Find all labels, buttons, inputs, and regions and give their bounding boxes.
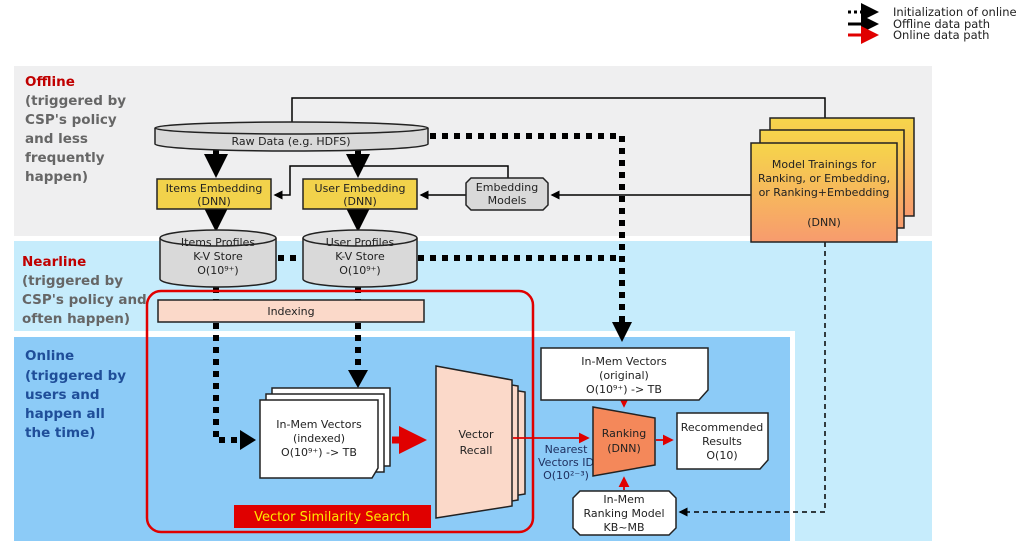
indexing-box: Indexing: [157, 299, 425, 323]
inmem-vectors-indexed: In-Mem Vectors (indexed) O(10⁹⁺) -> TB: [259, 387, 391, 479]
svg-text:(triggered by: (triggered by: [25, 368, 126, 384]
svg-text:O(10⁹⁺): O(10⁹⁺): [339, 264, 380, 277]
init-arrowhead-indexed-left: [240, 430, 256, 450]
svg-text:Recommended: Recommended: [681, 421, 764, 434]
svg-text:frequently: frequently: [25, 150, 105, 166]
recommended-results: Recommended Results O(10): [676, 412, 769, 470]
init-arrowhead-indexed-top: [348, 370, 368, 388]
svg-text:Embedding: Embedding: [476, 181, 538, 194]
svg-text:happen all: happen all: [25, 406, 105, 422]
svg-text:O(10): O(10): [706, 449, 737, 462]
svg-text:K-V Store: K-V Store: [335, 250, 385, 263]
user-embedding-box: User Embedding (DNN): [302, 178, 418, 210]
svg-text:(triggered by: (triggered by: [25, 93, 126, 109]
svg-text:Ranking Model: Ranking Model: [583, 507, 664, 520]
svg-text:or Ranking+Embedding: or Ranking+Embedding: [759, 186, 890, 199]
nearest-vectors-label: Nearest Vectors ID O(10²⁻³): [538, 443, 594, 482]
svg-text:Online: Online: [25, 348, 74, 364]
svg-text:(original): (original): [599, 369, 649, 382]
svg-text:Online data path: Online data path: [893, 28, 989, 42]
svg-text:CSP's policy: CSP's policy: [25, 112, 117, 128]
svg-text:Nearline: Nearline: [22, 254, 86, 270]
svg-text:Results: Results: [702, 435, 742, 448]
svg-text:happen): happen): [25, 169, 88, 185]
svg-text:Ranking: Ranking: [602, 427, 647, 440]
items-embedding-box: Items Embedding (DNN): [156, 178, 272, 210]
svg-text:O(10²⁻³): O(10²⁻³): [543, 469, 589, 482]
svg-text:Vector Similarity Search: Vector Similarity Search: [254, 510, 410, 525]
model-trainings-stack: Model Trainings for Ranking, or Embeddin…: [750, 117, 915, 243]
online-label: Online (triggered by users and happen al…: [25, 348, 126, 441]
svg-text:Items Embedding: Items Embedding: [166, 182, 263, 195]
svg-text:users and: users and: [25, 387, 100, 403]
svg-text:Offline data path: Offline data path: [893, 17, 990, 31]
svg-text:Initialization of online: Initialization of online: [893, 5, 1017, 19]
nearline-label: Nearline (triggered by CSP's policy and …: [22, 254, 147, 327]
training-to-ranking-model: [678, 242, 826, 517]
svg-text:and less: and less: [25, 131, 88, 147]
svg-text:KB~MB: KB~MB: [603, 521, 644, 534]
svg-text:In-Mem Vectors: In-Mem Vectors: [276, 418, 362, 431]
svg-text:O(10⁹⁺): O(10⁹⁺): [197, 264, 238, 277]
svg-text:Items Profiles: Items Profiles: [181, 236, 255, 249]
svg-text:O(10⁹⁺) -> TB: O(10⁹⁺) -> TB: [281, 446, 357, 459]
raw-data-store: Raw Data (e.g. HDFS): [154, 121, 429, 152]
models-to-items-embedding: [273, 165, 509, 200]
svg-text:(DNN): (DNN): [807, 216, 841, 229]
ranking-dnn-box: Ranking (DNN): [592, 406, 656, 477]
svg-text:Vector: Vector: [458, 428, 494, 441]
embedding-models-box: Embedding Models: [465, 177, 549, 211]
legend: Initialization of online Offline data pa…: [848, 3, 1017, 44]
svg-text:User Profiles: User Profiles: [326, 236, 395, 249]
user-profiles-store: User Profiles K-V Store O(10⁹⁺): [302, 229, 418, 288]
svg-text:the time): the time): [25, 425, 95, 441]
svg-text:Raw Data (e.g. HDFS): Raw Data (e.g. HDFS): [231, 135, 350, 148]
inmem-vectors-original: In-Mem Vectors (original) O(10⁹⁺) -> TB: [540, 347, 709, 401]
svg-text:Ranking, or Embedding,: Ranking, or Embedding,: [758, 172, 890, 185]
svg-text:User Embedding: User Embedding: [315, 182, 406, 195]
svg-text:CSP's policy and: CSP's policy and: [22, 292, 147, 308]
svg-text:Model Trainings for: Model Trainings for: [772, 158, 877, 171]
svg-text:In-Mem Vectors: In-Mem Vectors: [581, 355, 667, 368]
vector-similarity-search-label: Vector Similarity Search: [234, 505, 431, 528]
init-arrowhead-original: [612, 322, 632, 342]
svg-text:often happen): often happen): [22, 311, 130, 327]
items-profiles-store: Items Profiles K-V Store O(10⁹⁺): [159, 229, 277, 288]
svg-text:Nearest: Nearest: [545, 443, 589, 456]
svg-text:(indexed): (indexed): [293, 432, 345, 445]
inmem-ranking-model: In-Mem Ranking Model KB~MB: [572, 490, 677, 536]
vector-similarity-search-frame: [145, 289, 535, 534]
nearline-band: [14, 241, 932, 331]
svg-text:(triggered by: (triggered by: [22, 273, 123, 289]
svg-text:Models: Models: [488, 194, 527, 207]
svg-text:Offline: Offline: [25, 74, 75, 90]
vector-recall-box: Vector Recall: [435, 365, 526, 519]
svg-text:K-V Store: K-V Store: [193, 250, 243, 263]
svg-text:O(10⁹⁺) -> TB: O(10⁹⁺) -> TB: [586, 383, 662, 396]
svg-text:(DNN): (DNN): [607, 442, 641, 455]
offline-label: Offline (triggered by CSP's policy and l…: [25, 74, 126, 185]
svg-text:Vectors ID: Vectors ID: [538, 456, 594, 469]
svg-text:In-Mem: In-Mem: [603, 493, 644, 506]
svg-text:(DNN): (DNN): [343, 195, 377, 208]
svg-text:(DNN): (DNN): [197, 195, 231, 208]
nearline-band-right: [795, 241, 932, 541]
svg-text:Indexing: Indexing: [267, 305, 314, 318]
svg-text:Recall: Recall: [460, 444, 493, 457]
